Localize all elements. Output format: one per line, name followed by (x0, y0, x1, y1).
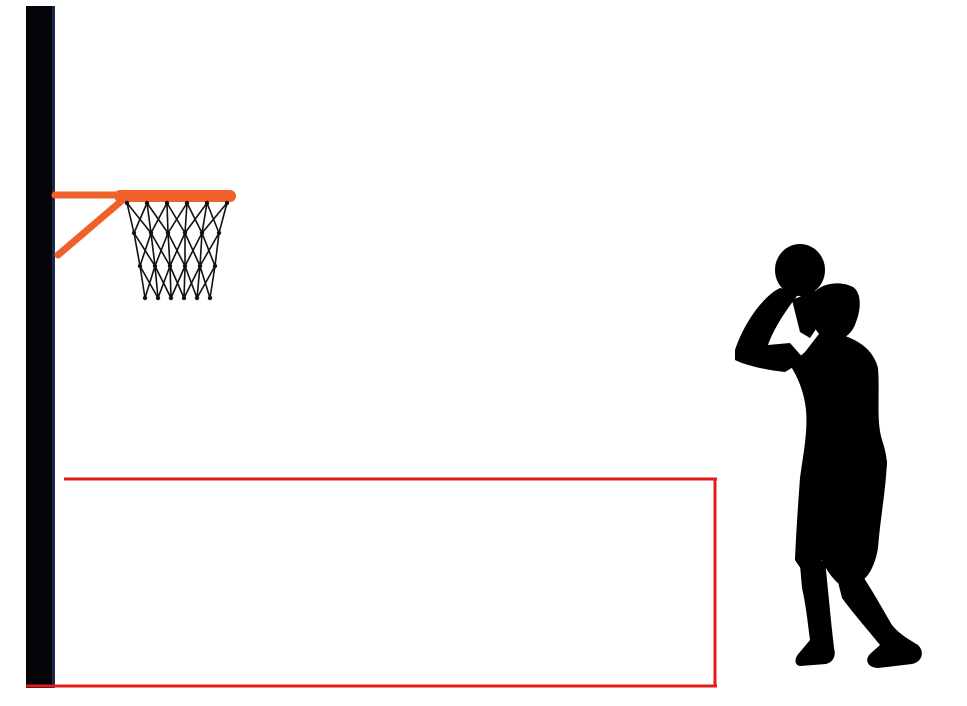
net-strand (170, 265, 186, 299)
player-head (810, 283, 860, 340)
net-strand (166, 202, 169, 234)
net-strand (150, 232, 156, 267)
net-strand (126, 202, 152, 234)
net-strand (184, 232, 203, 267)
net-strand (139, 265, 159, 299)
net-knot (184, 200, 190, 206)
net-strand (201, 202, 208, 234)
net-strand (184, 232, 201, 267)
net-knot (165, 230, 171, 236)
net-strand (167, 202, 188, 234)
net-strand (133, 232, 156, 267)
net-strand (133, 202, 148, 234)
net-knot (164, 200, 170, 206)
net-strand (169, 232, 186, 267)
net-strand (201, 202, 228, 234)
basketball-held (775, 244, 825, 296)
net-strand (183, 265, 186, 299)
net-strand (154, 232, 169, 267)
net-strand (184, 265, 198, 299)
net-knot (204, 200, 210, 206)
net-strand (139, 232, 152, 267)
net-knot (152, 263, 158, 269)
net-strand (218, 202, 228, 234)
basketball-net (124, 200, 230, 301)
basketball-pole (26, 6, 55, 688)
net-strand (169, 265, 185, 299)
net-knot (199, 230, 205, 236)
net-strand (201, 232, 216, 267)
net-knot (212, 263, 218, 269)
net-knot (131, 230, 137, 236)
net-strand (214, 232, 220, 267)
net-strand (199, 232, 220, 267)
net-strand (146, 202, 152, 234)
net-strand (196, 265, 201, 299)
net-strand (169, 265, 172, 299)
player-left-leg (795, 560, 835, 666)
net-strand (186, 202, 203, 234)
player-left-arm (735, 288, 805, 372)
net-strand (133, 232, 141, 267)
net-knot (155, 295, 161, 301)
net-knot (197, 263, 203, 269)
net-knot (167, 263, 173, 269)
net-knot (182, 263, 188, 269)
free-throw-lane-lines (26, 477, 717, 688)
net-knot (144, 200, 150, 206)
net-strand (166, 202, 186, 234)
net-knot (194, 295, 200, 301)
net-knot (207, 295, 213, 301)
net-strand (183, 265, 201, 299)
net-strand (157, 265, 171, 299)
net-knot (148, 230, 154, 236)
net-strand (167, 232, 186, 267)
net-strand (167, 232, 171, 267)
net-knot (124, 200, 130, 206)
net-strand (150, 202, 168, 234)
net-strand (196, 265, 216, 299)
basketball-hoop (51, 190, 236, 259)
net-strand (150, 232, 171, 267)
player-silhouette-shooting (735, 244, 922, 668)
net-strand (184, 202, 188, 234)
net-strand (154, 265, 172, 299)
net-strand (184, 202, 208, 234)
net-knot (168, 295, 174, 301)
net-knot (182, 230, 188, 236)
player-shorts (795, 460, 887, 585)
net-strand (139, 265, 146, 299)
hoop-bracket-brace (54, 193, 130, 259)
player-right-leg (835, 570, 922, 668)
net-knot (216, 230, 222, 236)
net-strand (154, 265, 159, 299)
net-knot (224, 200, 230, 206)
net-strand (126, 202, 135, 234)
net-knot (137, 263, 143, 269)
net-strand (199, 265, 211, 299)
net-knot (142, 295, 148, 301)
net-strand (206, 202, 220, 234)
net-knot (181, 295, 187, 301)
net-strand (199, 232, 203, 267)
net-strand (144, 265, 156, 299)
net-strand (209, 265, 216, 299)
net-strand (146, 202, 169, 234)
